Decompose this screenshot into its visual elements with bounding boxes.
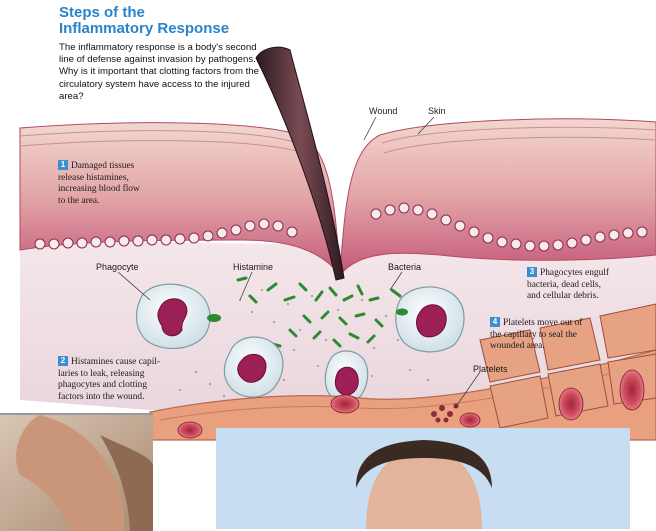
step-1-line-2: release histamines, — [58, 173, 140, 185]
step-4-line-2: the capillary to seal the — [490, 330, 582, 342]
label-platelets: Platelets — [473, 364, 508, 375]
step-1-line-4: to the area. — [58, 196, 140, 208]
diagram-title: Steps of the Inflammatory Response — [59, 5, 259, 37]
step-2-line-1: Histamines cause capil- — [71, 357, 160, 367]
skin-right — [340, 119, 656, 275]
label-skin: Skin — [428, 106, 446, 117]
step-1-line-1: Damaged tissues — [71, 161, 134, 171]
label-wound: Wound — [369, 106, 397, 117]
phagocyte-cell-lower — [224, 337, 283, 397]
title-line-1: Steps of the — [59, 5, 259, 21]
title-line-2: Inflammatory Response — [59, 21, 259, 37]
intro-paragraph: The inflammatory response is a body's se… — [59, 42, 259, 103]
label-bacteria: Bacteria — [388, 262, 421, 273]
label-phagocyte: Phagocyte — [96, 262, 139, 273]
step-4-line-3: wounded area. — [490, 341, 582, 353]
step-2-line-3: phagocytes and clotting — [58, 380, 160, 392]
step-3-number: 3 — [527, 267, 537, 277]
step-2-line-4: factors into the wound. — [58, 392, 160, 404]
webcam-photo-left — [0, 413, 153, 531]
webcam-video-panel — [216, 428, 630, 529]
phagocyte-cell-right — [396, 287, 464, 352]
step-3-line-1: Phagocytes engulf — [540, 268, 609, 278]
label-histamine: Histamine — [233, 262, 273, 273]
step-1-number: 1 — [58, 160, 68, 170]
step-4-line-1: Platelets move out of — [503, 318, 582, 328]
step-3-line-3: and cellular debris. — [527, 291, 609, 303]
step-2-line-2: laries to leak, releasing — [58, 369, 160, 381]
step-2-number: 2 — [58, 356, 68, 366]
step-4-number: 4 — [490, 317, 500, 327]
step-1-line-3: increasing blood flow — [58, 184, 140, 196]
step-3-line-2: bacteria, dead cells, — [527, 280, 609, 292]
